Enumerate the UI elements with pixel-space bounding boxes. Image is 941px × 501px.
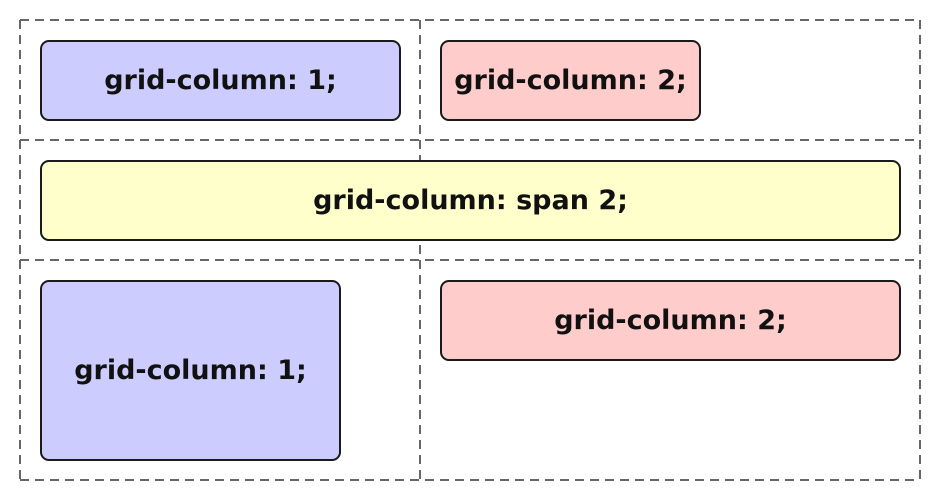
grid-item-row3-col1: grid-column: 1; — [40, 280, 341, 461]
grid-item-label: grid-column: 2; — [554, 305, 787, 336]
grid-item-label: grid-column: 2; — [454, 65, 687, 96]
grid-item-label: grid-column: 1; — [104, 65, 337, 96]
grid-item-row3-col2: grid-column: 2; — [440, 280, 901, 361]
grid-item-row1-col1: grid-column: 1; — [40, 40, 401, 121]
grid-item-label: grid-column: 1; — [74, 355, 307, 386]
grid-item-row2-span2: grid-column: span 2; — [40, 160, 901, 241]
grid-item-label: grid-column: span 2; — [313, 185, 628, 216]
grid-item-row1-col2: grid-column: 2; — [440, 40, 701, 121]
